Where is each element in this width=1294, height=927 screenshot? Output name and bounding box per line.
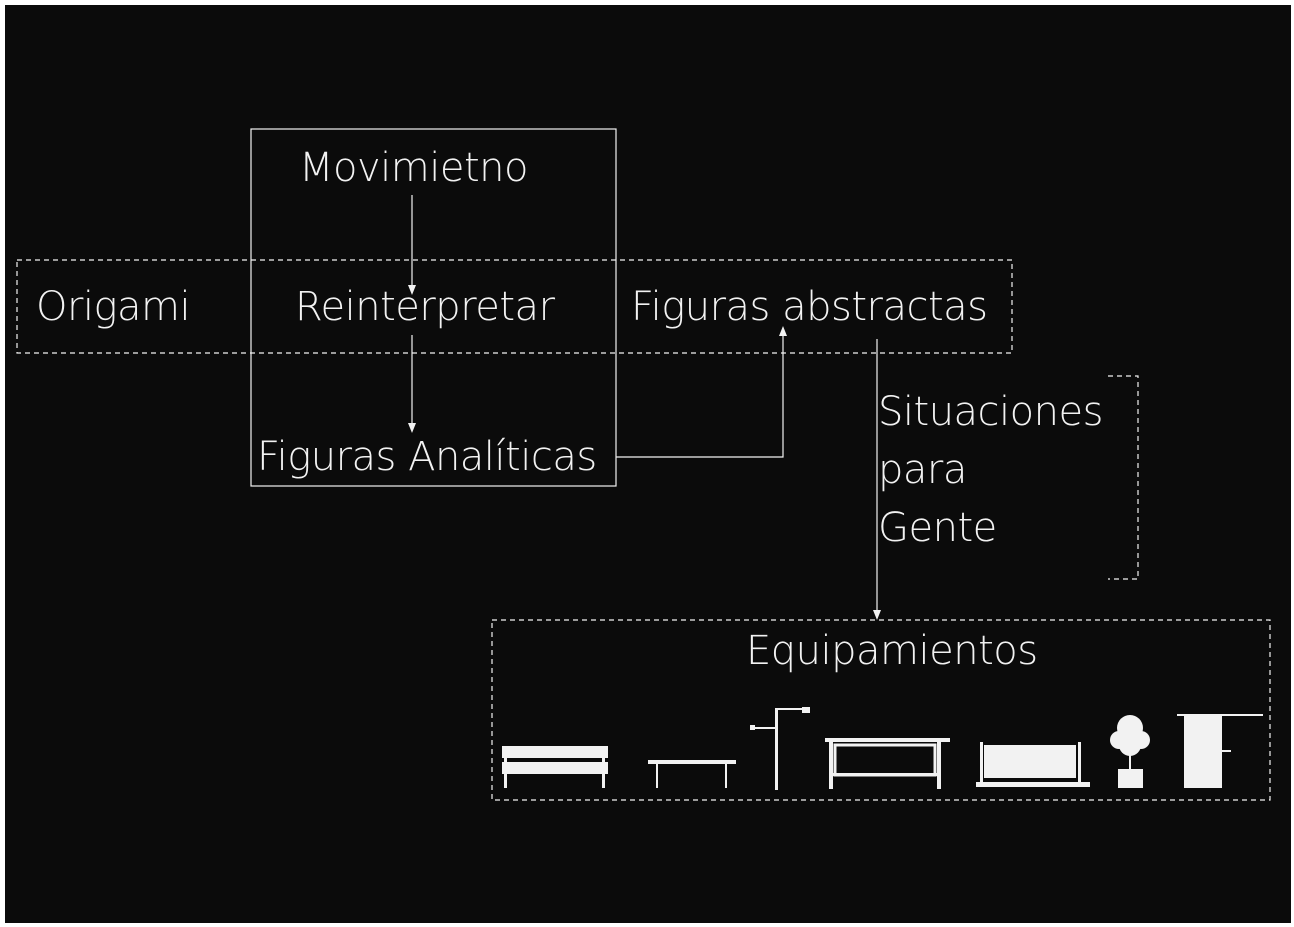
equipamientos-label: Equipamientos [746, 628, 1038, 674]
origami-label: Origami [36, 284, 191, 330]
situaciones-bracket [1108, 375, 1139, 580]
horizontal-dashed-band [16, 259, 1013, 354]
vertical-solid-box [250, 128, 617, 487]
reinterpretar-label: Reinterpretar [295, 284, 555, 330]
diagram-canvas: Origami Movimietno Reinterpretar Figuras… [5, 5, 1291, 923]
bench-icon [502, 746, 608, 788]
situaciones-line-3: Gente [878, 505, 997, 551]
situaciones-line-1: Situaciones [878, 389, 1103, 435]
potted-tree-icon [1110, 715, 1150, 788]
lounge-bench-icon [976, 742, 1090, 787]
equipment-dashed-box [491, 619, 1271, 801]
diagram-svg [16, 128, 1271, 801]
figuras-abstractas-label: Figuras abstractas [631, 284, 988, 330]
picnic-table-icon [825, 738, 950, 789]
figuras-analiticas-label: Figuras Analíticas [257, 434, 597, 480]
street-lamp-icon [750, 707, 810, 790]
arrow-analiticas-to-abstractas [616, 326, 787, 458]
low-table-icon [648, 760, 736, 788]
situaciones-line-2: para [878, 447, 967, 493]
movimiento-label: Movimietno [299, 145, 528, 191]
counter-kiosk-icon [1177, 714, 1263, 788]
situaciones-para-gente-label: Situaciones para Gente [878, 383, 1103, 557]
